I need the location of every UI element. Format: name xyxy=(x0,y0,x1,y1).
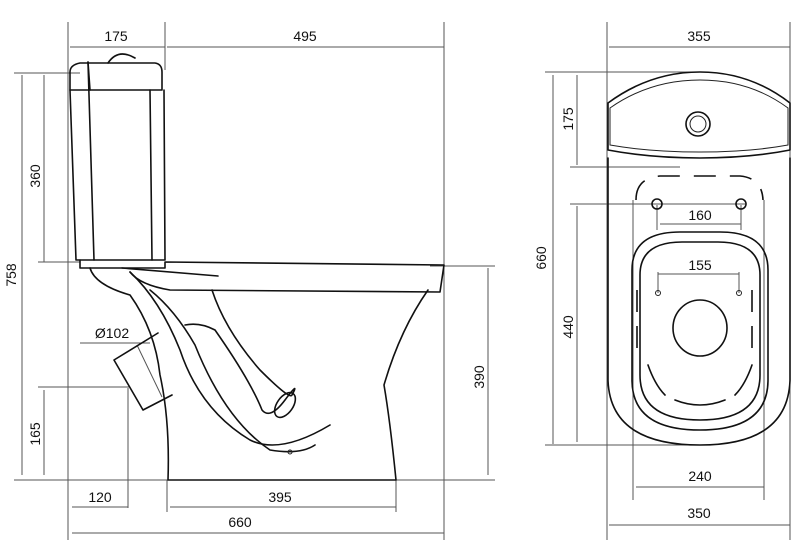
side-dimension-lines xyxy=(14,22,495,540)
top-cistern xyxy=(607,71,791,159)
dim-label-total-length: 660 xyxy=(228,514,252,530)
top-dimension-lines xyxy=(545,22,791,540)
flush-button-icon xyxy=(685,111,711,137)
dim-label-total-width: 355 xyxy=(687,28,711,44)
dim-label-outlet-offset: 120 xyxy=(88,489,112,505)
dim-label-hinge-spacing: 160 xyxy=(688,207,712,223)
dim-label-tank-depth: 175 xyxy=(104,28,128,44)
dim-label-bowl-projection: 495 xyxy=(293,28,317,44)
dim-label-base-width: 240 xyxy=(688,468,712,484)
side-cistern xyxy=(69,53,166,261)
dim-label-fixing-spacing: 155 xyxy=(688,257,712,273)
dim-label-hinge-to-front: 440 xyxy=(560,315,576,339)
dim-label-bowl-width: 350 xyxy=(687,505,711,521)
top-bowl xyxy=(607,157,791,446)
top-view: 355 175 660 440 160 155 240 350 xyxy=(533,22,791,540)
dim-label-top-total-length: 660 xyxy=(533,246,549,270)
dim-label-outlet-diameter: Ø102 xyxy=(95,325,129,341)
dim-label-tank-height: 360 xyxy=(27,164,43,188)
dim-label-total-height: 758 xyxy=(3,263,19,287)
dim-label-outlet-height: 165 xyxy=(27,422,43,446)
side-view: 175 495 758 360 165 390 Ø102 120 395 660 xyxy=(3,22,495,540)
dim-label-top-tank-depth: 175 xyxy=(560,107,576,131)
dim-label-rim-height: 390 xyxy=(471,365,487,389)
side-bowl xyxy=(79,259,445,481)
dim-label-base-length: 395 xyxy=(268,489,292,505)
side-outlet-pipe xyxy=(113,332,173,411)
